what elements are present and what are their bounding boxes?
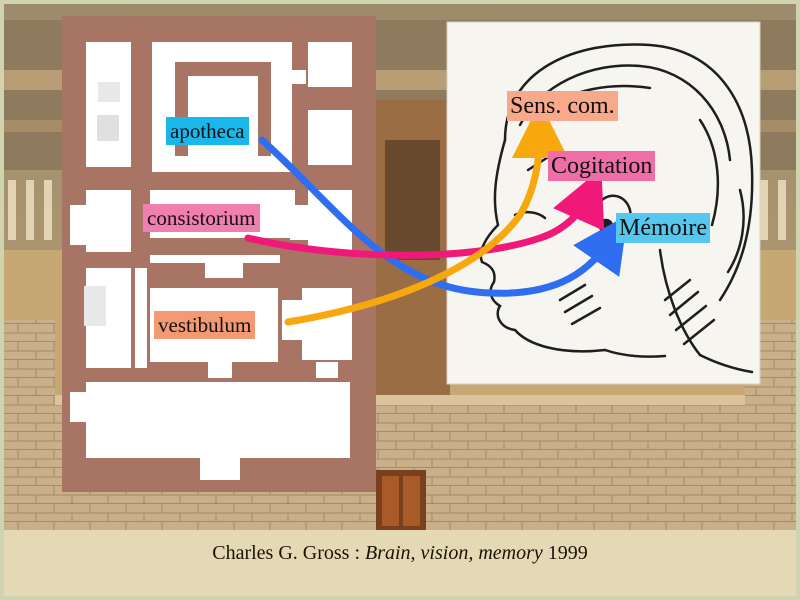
caption-author: Charles G. Gross :: [212, 542, 365, 564]
caption-year: 1999: [542, 542, 588, 564]
label-consistorium: consistorium: [143, 204, 260, 232]
arrow-consistorium-to-cogitation: [244, 168, 605, 259]
label-apotheca: apotheca: [166, 117, 249, 145]
arrow-apotheca-to-memoire: [258, 136, 628, 297]
label-cogitation: Cogitation: [548, 151, 656, 181]
label-vestibulum: vestibulum: [154, 311, 256, 339]
caption-title: Brain, vision, memory: [365, 542, 543, 564]
citation-caption: Charles G. Gross : Brain, vision, memory…: [0, 542, 800, 565]
label-memoire: Mémoire: [616, 213, 710, 243]
label-sens-com: Sens. com.: [507, 91, 618, 121]
arrow-vestibulum-to-sens-com: [284, 102, 568, 326]
